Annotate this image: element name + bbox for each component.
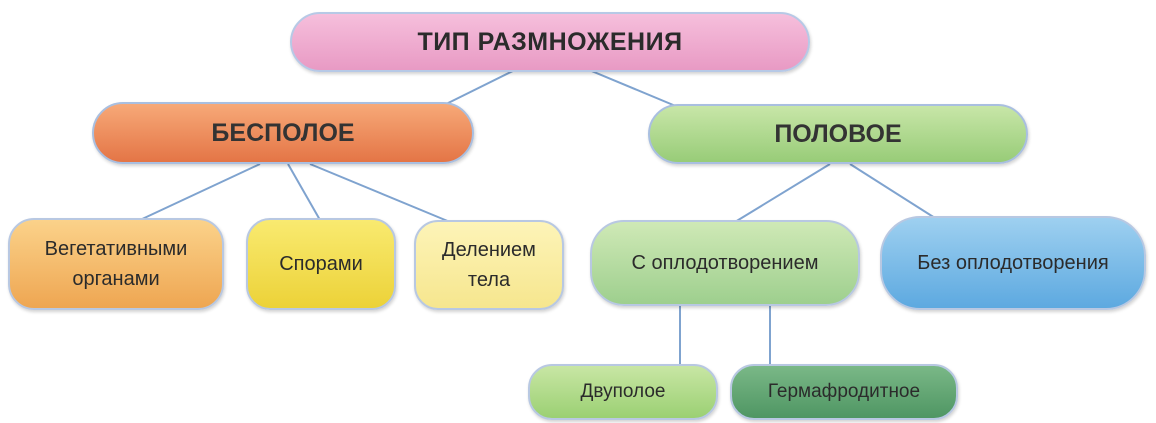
- connector-asexual-vegetative: [139, 163, 261, 221]
- dioecious-node: Двуполое: [528, 364, 718, 420]
- with-fertilization-node: С оплодотворением: [590, 220, 860, 306]
- connector-asexual-spores: [287, 163, 321, 221]
- connector-sexual-with-fertilization: [734, 163, 831, 223]
- division-label-line2: тела: [467, 269, 511, 291]
- hermaphroditic-label: Гермафродитное: [767, 381, 921, 402]
- connector-sexual-without-fertilization: [849, 163, 936, 219]
- spores-label: Спорами: [279, 252, 363, 275]
- sexual-node: ПОЛОВОЕ: [648, 104, 1028, 164]
- vegetative-label-line2: органами: [72, 268, 160, 290]
- asexual-node-label: БЕСПОЛОЕ: [211, 118, 355, 147]
- spores-node: Спорами: [246, 218, 396, 310]
- division-label-line1: Делением: [442, 239, 536, 261]
- root-node-reproduction-type: ТИП РАЗМНОЖЕНИЯ: [290, 12, 810, 72]
- body-division-node: Делением тела: [414, 220, 564, 310]
- connector-asexual-division: [309, 163, 451, 223]
- vegetative-label-line1: Вегетативными: [44, 238, 188, 260]
- root-node-label: ТИП РАЗМНОЖЕНИЯ: [417, 27, 683, 56]
- hermaphroditic-node: Гермафродитное: [730, 364, 958, 420]
- without-fertilization-node: Без оплодотворения: [880, 216, 1146, 310]
- without-fertilization-label: Без оплодотворения: [917, 251, 1109, 274]
- dioecious-label: Двуполое: [580, 381, 666, 402]
- asexual-node: БЕСПОЛОЕ: [92, 102, 474, 164]
- sexual-node-label: ПОЛОВОЕ: [774, 119, 902, 148]
- with-fertilization-label: С оплодотворением: [631, 251, 819, 274]
- vegetative-node: Вегетативными органами: [8, 218, 224, 310]
